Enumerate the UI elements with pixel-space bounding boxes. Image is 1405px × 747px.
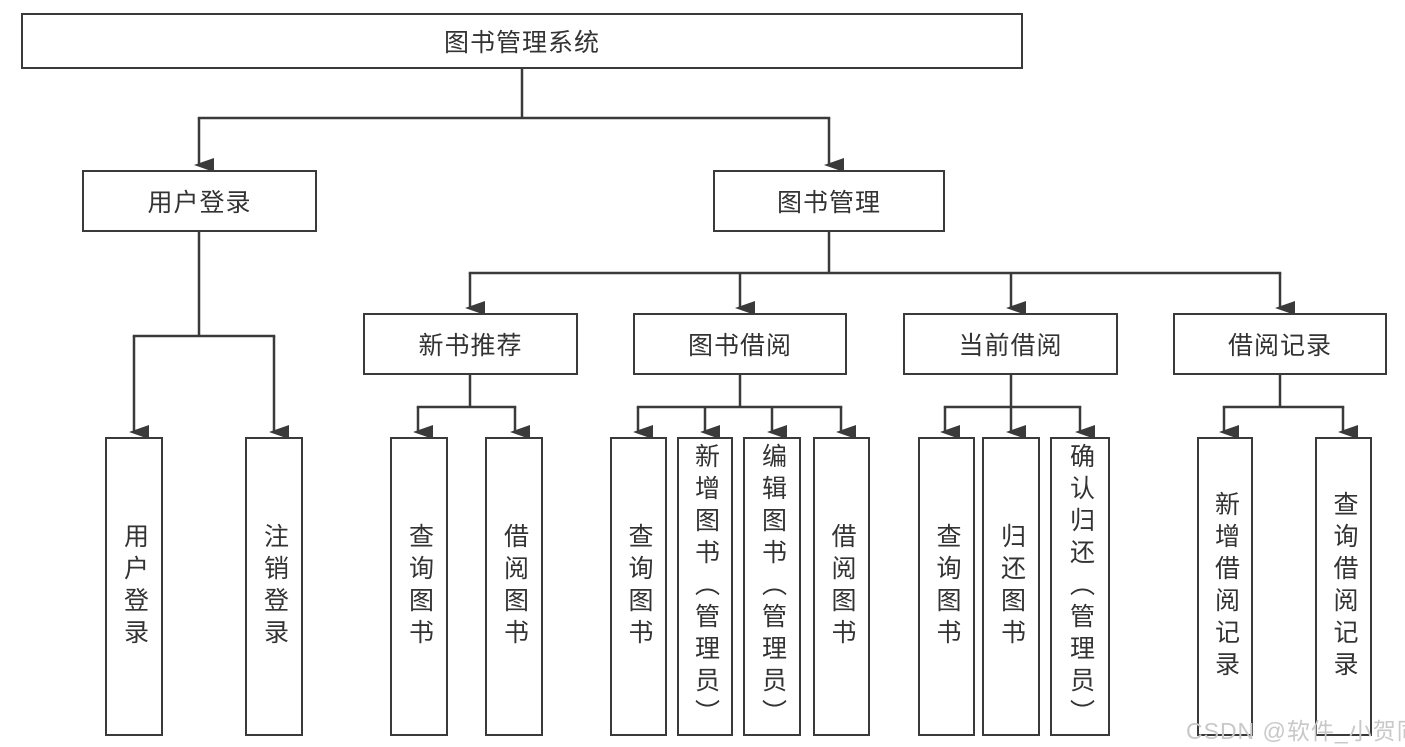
node-current-borrowing-label: 当前借阅 [958, 332, 1063, 360]
leaf-query-books-3-label: 查询图书 [933, 522, 961, 651]
leaf-borrow-books-1-label: 借阅图书 [500, 522, 529, 651]
leaf-query-books-3: 查询图书 [918, 437, 975, 736]
leaf-return-book: 归还图书 [982, 437, 1040, 736]
leaf-borrow-books-2-label: 借阅图书 [828, 522, 856, 651]
node-book-management-label: 图书管理 [776, 189, 881, 217]
node-current-borrowing: 当前借阅 [903, 313, 1118, 375]
node-new-book-recommend: 新书推荐 [363, 313, 578, 375]
leaf-borrow-books-1: 借阅图书 [485, 437, 543, 736]
node-borrow-records: 借阅记录 [1173, 313, 1387, 375]
leaf-add-book-admin-label: 新增图书（管理员） [691, 442, 720, 731]
leaf-edit-book-admin: 编辑图书（管理员） [743, 437, 801, 736]
node-book-borrowing: 图书借阅 [633, 313, 847, 375]
node-book-management: 图书管理 [713, 170, 945, 232]
node-library-system: 图书管理系统 [21, 13, 1023, 69]
node-borrow-records-label: 借阅记录 [1227, 332, 1332, 360]
node-book-borrowing-label: 图书借阅 [687, 332, 792, 360]
leaf-query-books-2: 查询图书 [610, 437, 667, 736]
leaf-logout: 注销登录 [245, 437, 303, 736]
leaf-logout-label: 注销登录 [260, 522, 289, 651]
leaf-query-books-1-label: 查询图书 [405, 522, 434, 651]
leaf-confirm-return-admin-label: 确认归还（管理员） [1066, 442, 1095, 731]
leaf-query-books-1: 查询图书 [390, 437, 448, 736]
node-new-book-recommend-label: 新书推荐 [418, 332, 523, 360]
leaf-query-borrow-record-label: 查询借阅记录 [1330, 490, 1358, 683]
leaf-borrow-books-2: 借阅图书 [813, 437, 870, 736]
leaf-edit-book-admin-label: 编辑图书（管理员） [758, 442, 787, 731]
leaf-user-login-label: 用户登录 [120, 522, 149, 651]
leaf-query-books-2-label: 查询图书 [625, 522, 653, 651]
leaf-confirm-return-admin: 确认归还（管理员） [1050, 437, 1110, 736]
csdn-watermark: CSDN @软件_小贺同学 [1186, 718, 1405, 744]
leaf-user-login: 用户登录 [105, 437, 163, 736]
leaf-add-book-admin: 新增图书（管理员） [677, 437, 733, 736]
leaf-add-borrow-record-label: 新增借阅记录 [1211, 490, 1240, 683]
node-user-login-label: 用户登录 [147, 189, 252, 217]
node-user-login: 用户登录 [82, 170, 317, 232]
leaf-add-borrow-record: 新增借阅记录 [1197, 437, 1253, 736]
node-library-system-label: 图书管理系统 [443, 29, 600, 57]
leaf-query-borrow-record: 查询借阅记录 [1315, 437, 1372, 736]
leaf-return-book-label: 归还图书 [997, 522, 1026, 651]
